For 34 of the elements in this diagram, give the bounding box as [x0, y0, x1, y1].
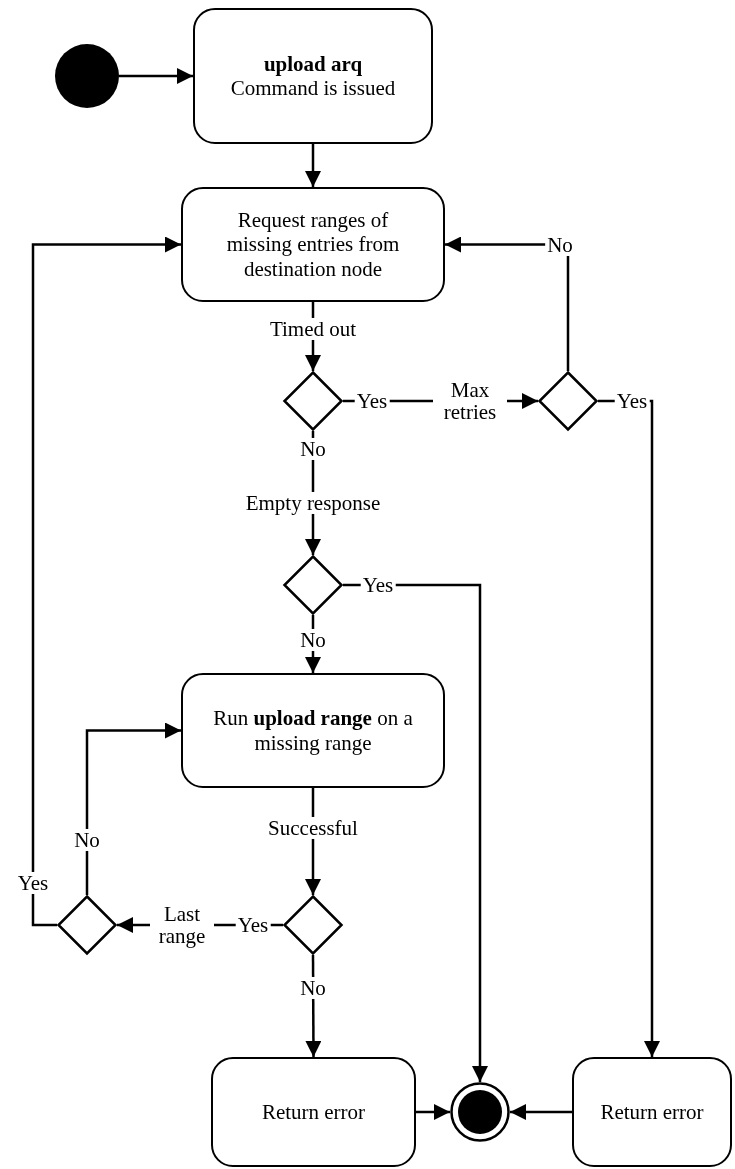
edge-label: Timed out — [267, 318, 359, 340]
arrow — [598, 399, 660, 1057]
process-box — [193, 8, 433, 144]
process-box — [572, 1057, 732, 1167]
decision-diamond — [283, 555, 343, 615]
final-node-bullseye — [450, 1082, 510, 1142]
process-box — [211, 1057, 416, 1167]
decision-diamond — [283, 895, 343, 955]
decision-diamond — [57, 895, 117, 955]
process-box — [181, 187, 445, 302]
arrow — [416, 1104, 450, 1120]
arrow — [85, 722, 181, 895]
box-text: Return error — [261, 1099, 366, 1125]
decision-diamond — [538, 371, 598, 431]
box-text: Command is issued — [230, 76, 396, 101]
decision-diamond — [283, 371, 343, 431]
edge-label: No — [298, 977, 328, 999]
arrow — [305, 144, 321, 187]
arrow — [119, 68, 193, 84]
edge-label: No — [72, 829, 102, 851]
arrow — [343, 583, 488, 1082]
box-heading: upload arq — [263, 51, 363, 76]
box-text: Request ranges of missing entries from destination node — [225, 208, 401, 281]
box-text: Return error — [600, 1099, 704, 1125]
box-text: Run upload range on a missing range — [212, 706, 414, 755]
edge-label: Successful — [266, 817, 360, 839]
condition-label: Empty response — [243, 492, 383, 514]
arrow — [31, 236, 181, 927]
edge-label: Yes — [15, 872, 51, 894]
start-node-circle — [55, 44, 119, 108]
edge-label: No — [298, 629, 328, 651]
edge-label: No — [298, 438, 328, 460]
process-box — [181, 673, 445, 788]
arrow — [510, 1104, 572, 1120]
